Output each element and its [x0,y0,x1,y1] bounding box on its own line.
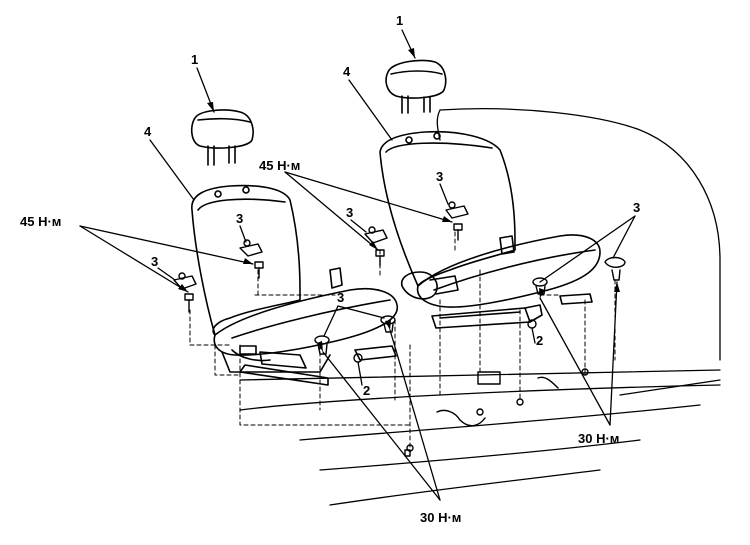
bolt-label-left: 2 [363,383,371,398]
cover-label-left-side: 3 [151,254,159,269]
bolt-label-right: 2 [536,333,544,348]
leader-lines [79,29,636,501]
right-seat [379,59,601,329]
left-seat-fasteners [173,239,414,457]
torque-label-30-bottom: 30 Н·м [420,510,462,525]
left-seat [190,109,398,386]
right-backrest [379,130,516,287]
torque-label-45-left: 45 Н·м [20,214,62,229]
torque-label-30-right: 30 Н·м [578,431,620,446]
cover-label-right-mount: 3 [633,200,641,215]
arrowheads [178,48,620,352]
torque-label-45-right: 45 Н·м [259,158,301,173]
vehicle-body-outline [239,108,721,506]
right-headrest [385,59,447,99]
headrest-label-right: 1 [396,13,404,28]
cover-label-left-cushion: 3 [337,290,345,305]
right-cushion [416,234,601,308]
seat-label-right: 4 [343,64,351,79]
headrest-label-left: 1 [191,52,199,67]
left-headrest [190,109,254,149]
cover-label-left-backrest: 3 [236,211,244,226]
dashed-guides [189,231,616,451]
cover-label-right-side: 3 [346,205,354,220]
left-cushion [213,288,398,356]
seat-label-left: 4 [144,124,152,139]
cover-label-right-backrest: 3 [436,169,444,184]
left-backrest [191,184,301,336]
